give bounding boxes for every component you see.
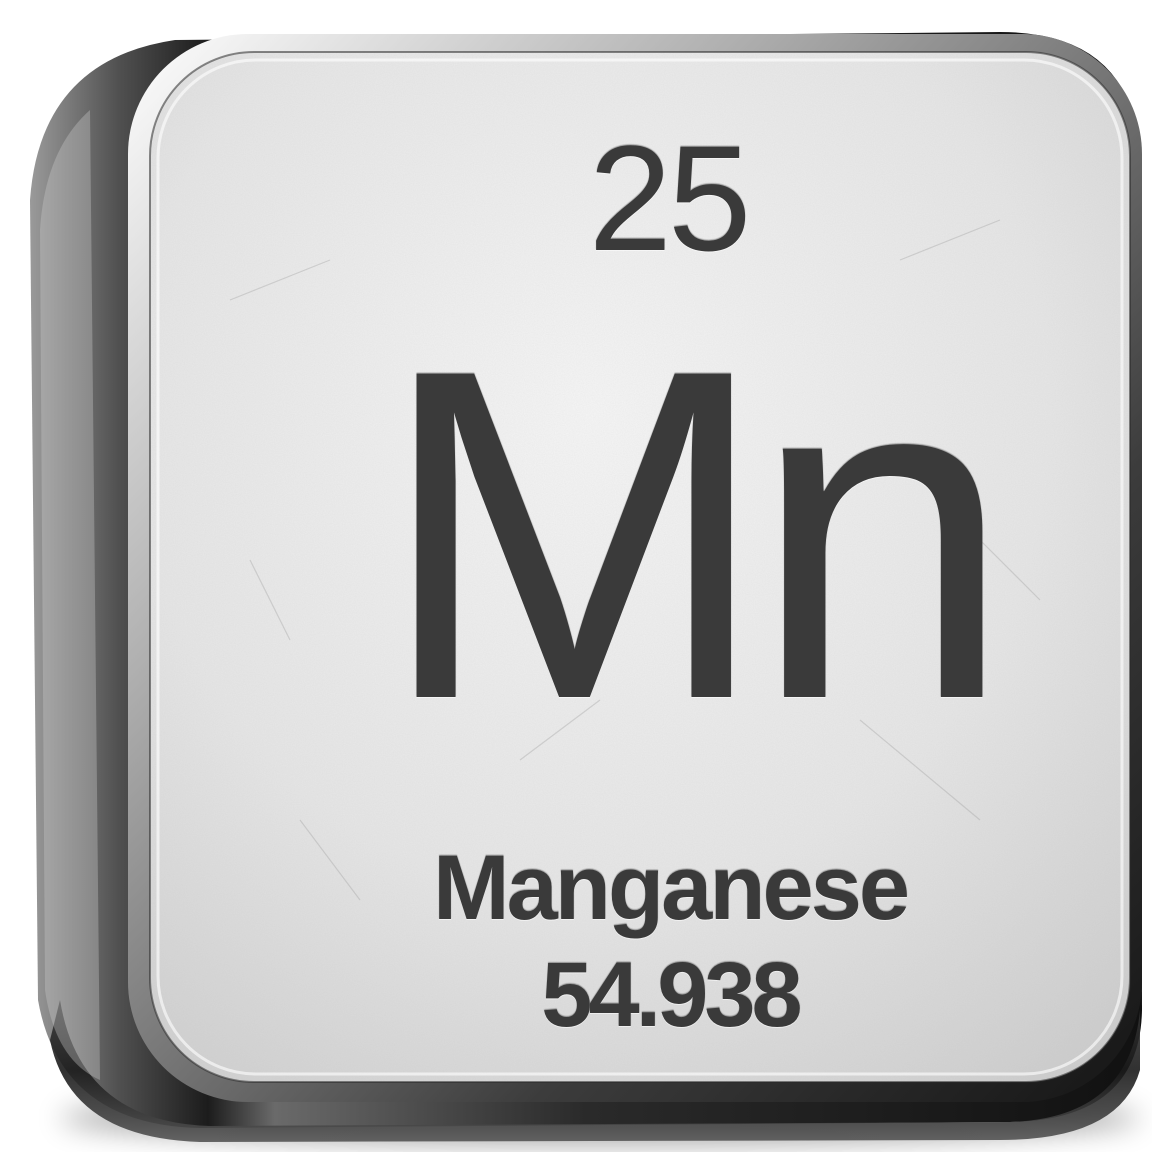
- atomic-number: 25: [588, 114, 752, 282]
- element-symbol: Mn: [378, 272, 1013, 797]
- atomic-mass: 54.938: [541, 944, 802, 1046]
- element-name: Manganese: [432, 837, 910, 939]
